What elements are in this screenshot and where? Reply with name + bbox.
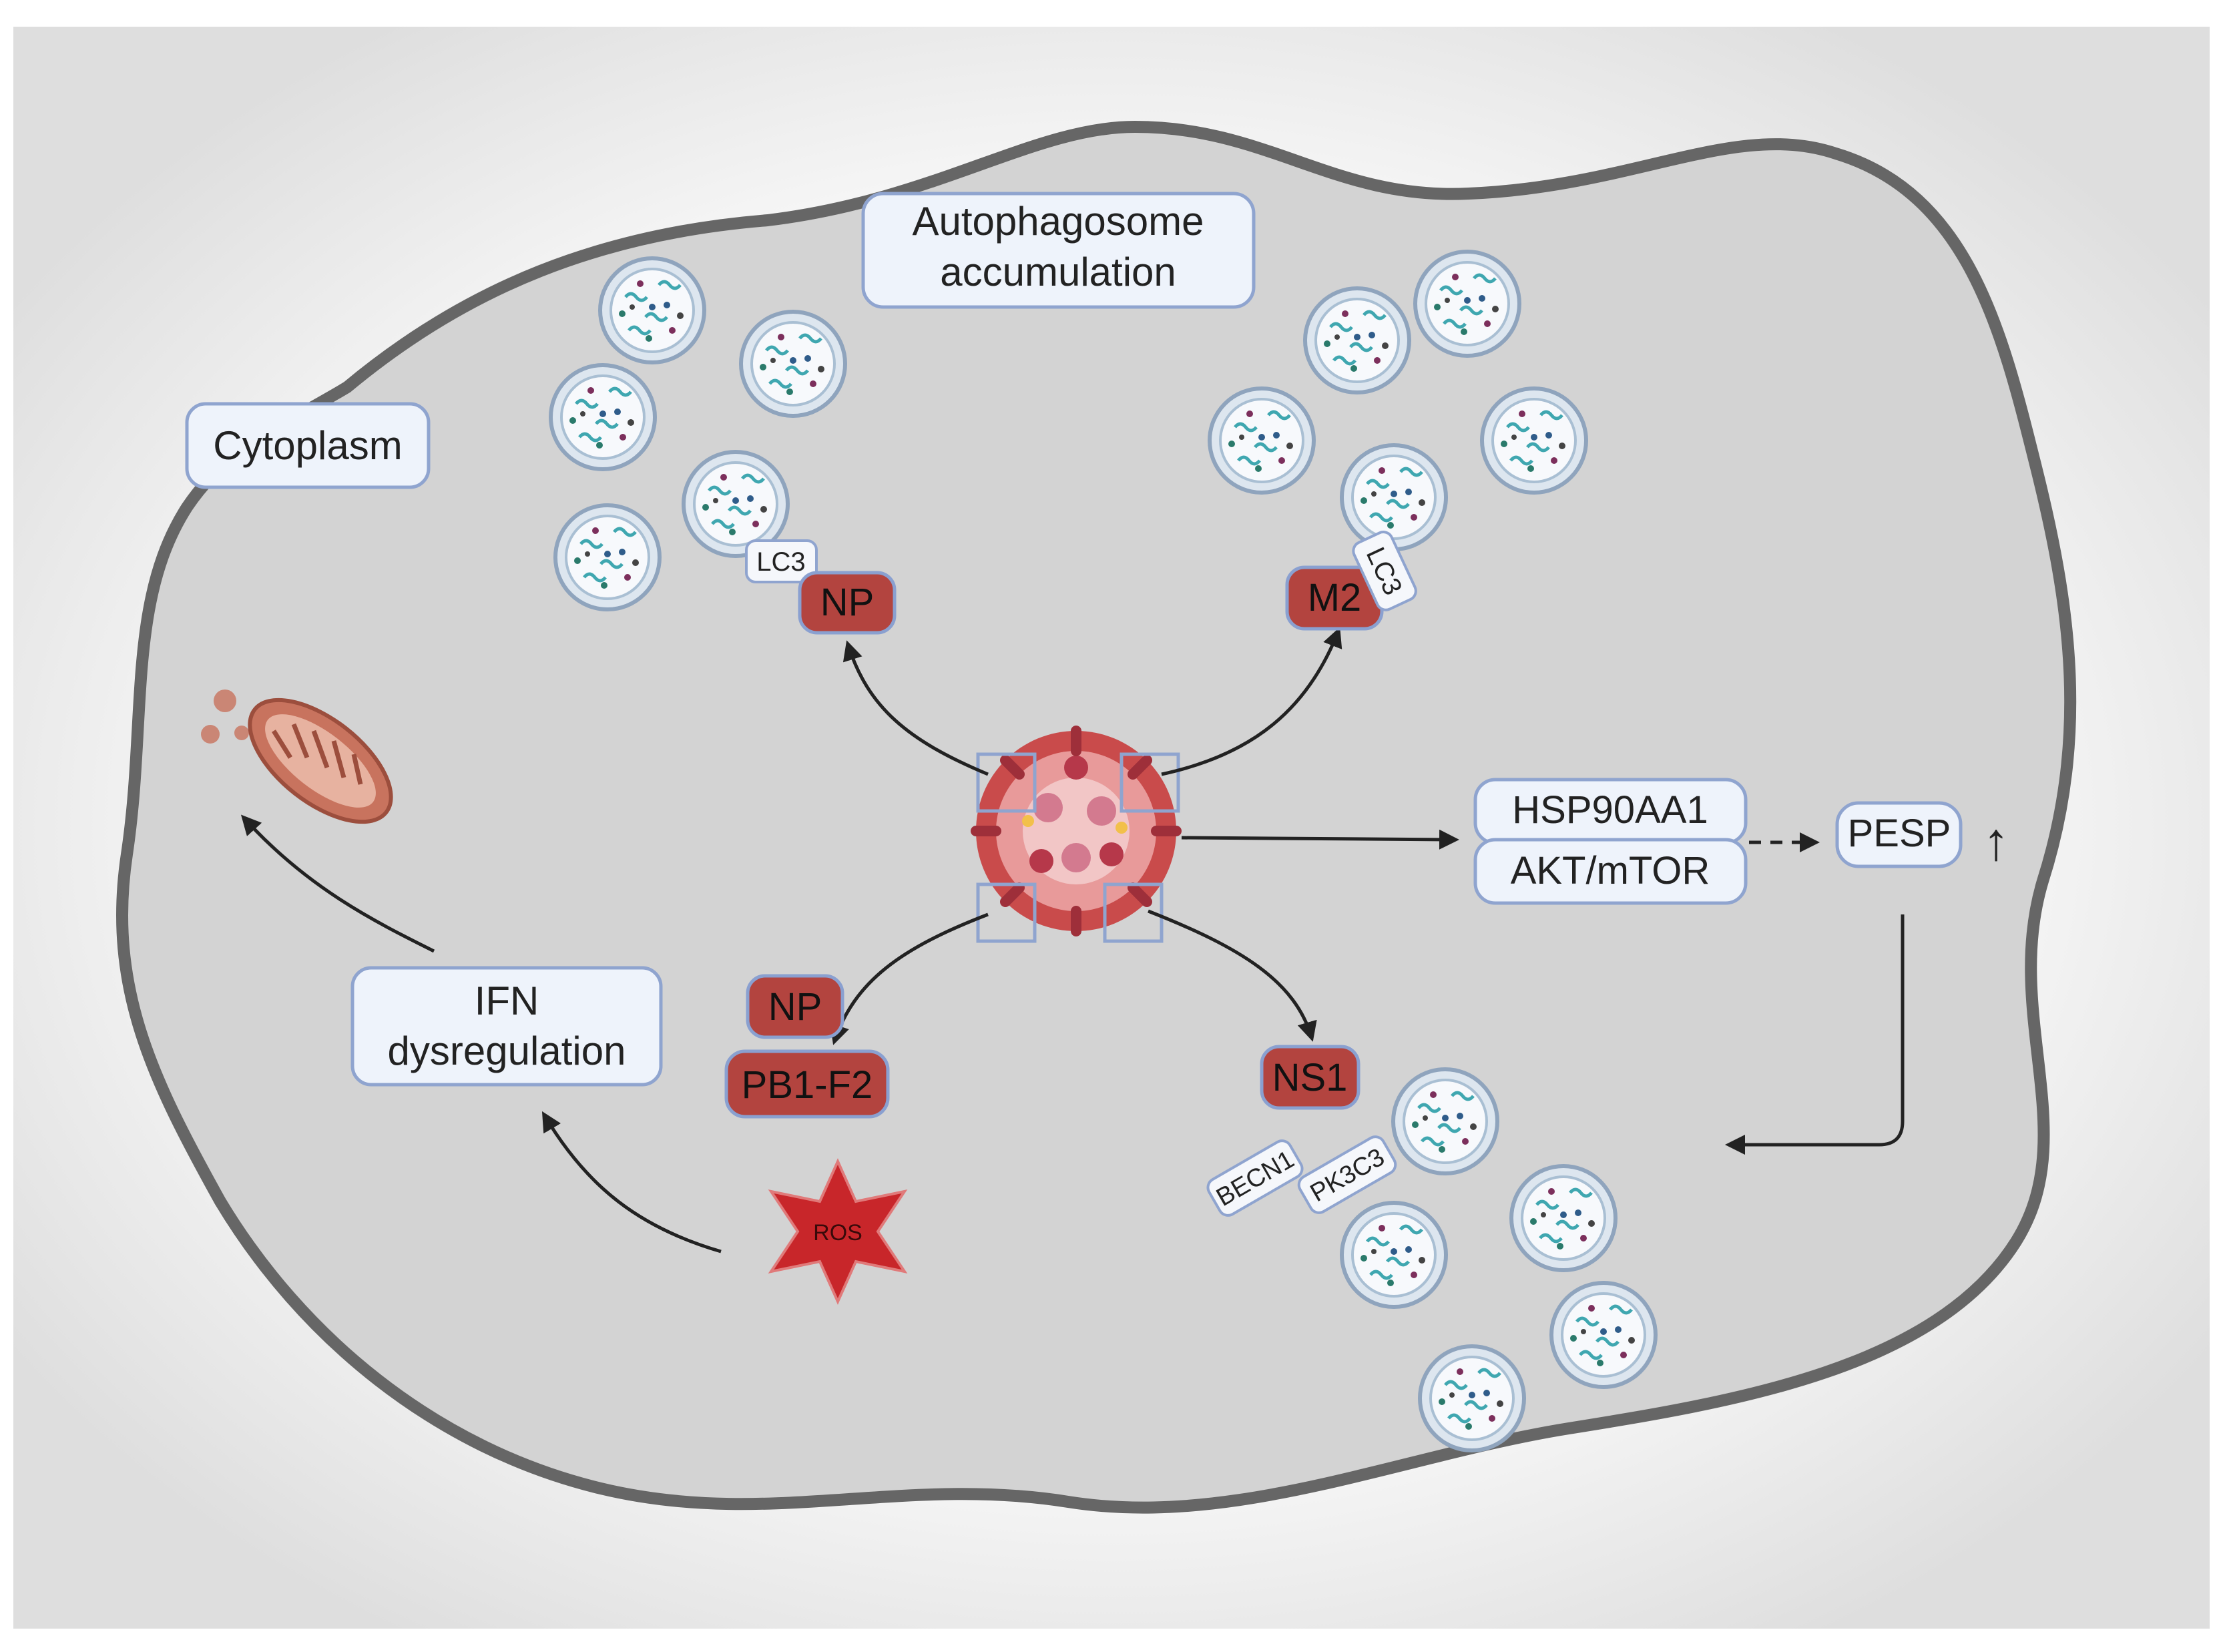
autophagosome-icon (1415, 252, 1519, 356)
svg-text:LC3: LC3 (756, 547, 805, 577)
autophagosome-icon (555, 505, 660, 609)
increase-arrow-icon: ↑ (1983, 812, 2009, 871)
pathway-arrows (240, 627, 1905, 1254)
svg-text:NP: NP (820, 581, 875, 624)
autophagosome-icon (741, 312, 845, 416)
m2-protein: M2 (1285, 565, 1384, 631)
svg-text:M2: M2 (1308, 576, 1362, 619)
ifn-dysregulation-label: IFN dysregulation (350, 966, 663, 1087)
autophagosome-icon (1305, 288, 1409, 392)
autophagosome-accumulation-label: Autophagosome accumulation (861, 192, 1256, 309)
autophagosome-icon (1511, 1166, 1616, 1270)
autophagosome-icon (1393, 1069, 1497, 1173)
svg-text:dysregulation: dysregulation (388, 1029, 626, 1073)
svg-text:IFN: IFN (475, 979, 539, 1023)
autophagosome-icon (1342, 445, 1446, 549)
pesp-label: PESP (1835, 801, 1963, 868)
svg-text:NS1: NS1 (1272, 1056, 1348, 1099)
autophagosome-icon (1210, 388, 1314, 493)
autophagosome-icon (1420, 1346, 1524, 1450)
svg-text:PB1-F2: PB1-F2 (742, 1063, 873, 1107)
svg-text:PESP: PESP (1848, 812, 1951, 855)
ns1-protein: NS1 (1260, 1045, 1361, 1110)
hsp90aa1-label: HSP90AA1 (1473, 778, 1748, 845)
np-top-protein: NP (798, 571, 897, 635)
virus-icon (971, 726, 1182, 943)
mitochondrion-icon (201, 690, 393, 824)
ros-star-icon: ROS (768, 1158, 908, 1305)
svg-text:ROS: ROS (813, 1220, 862, 1246)
cytoplasm-label: Cytoplasm (185, 402, 431, 489)
svg-text:Cytoplasm: Cytoplasm (213, 423, 402, 468)
svg-text:AKT/mTOR: AKT/mTOR (1511, 849, 1710, 892)
lc3-left-tag: LC3 (745, 539, 818, 583)
autophagosome-icon (551, 365, 655, 469)
akt-mtor-label: AKT/mTOR (1473, 838, 1748, 905)
autophagosome-icon (1342, 1203, 1446, 1307)
autophagosome-icon (1551, 1283, 1656, 1387)
pk3c3-tag: PK3C3 (1297, 1135, 1397, 1214)
svg-text:HSP90AA1: HSP90AA1 (1512, 788, 1708, 832)
autophagosome-icon (600, 258, 704, 362)
svg-text:NP: NP (768, 985, 822, 1029)
svg-text:accumulation: accumulation (940, 250, 1176, 294)
svg-text:Autophagosome: Autophagosome (913, 199, 1204, 244)
autophagosome-icon (1482, 388, 1586, 493)
np-bottom-protein: NP (746, 974, 844, 1039)
pb1-f2-protein: PB1-F2 (724, 1049, 890, 1119)
